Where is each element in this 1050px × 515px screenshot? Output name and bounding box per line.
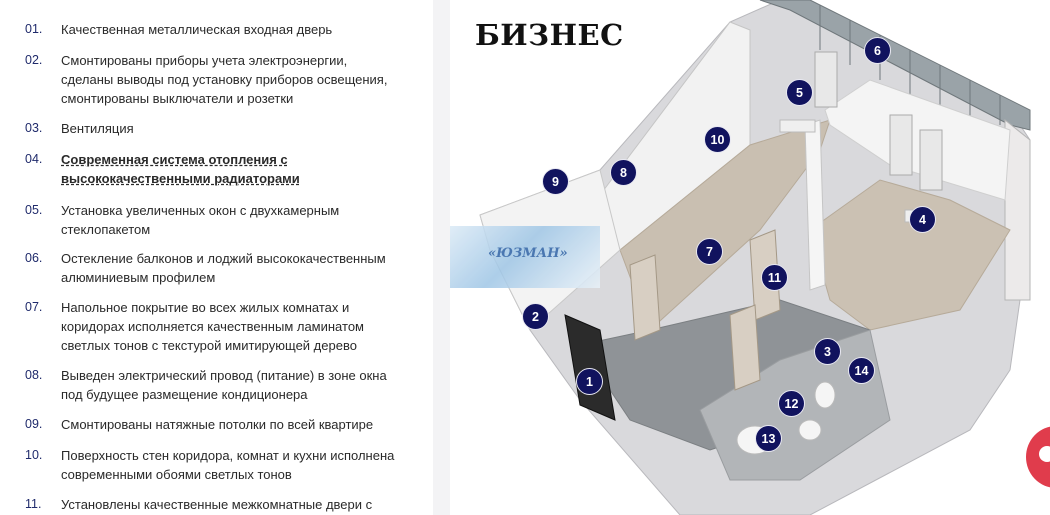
feature-item: 11. Установлены качественные межкомнатны…: [25, 495, 425, 514]
plan-marker[interactable]: 12: [778, 390, 805, 417]
plan-marker[interactable]: 6: [864, 37, 891, 64]
feature-item: 06. Остекление балконов и лоджий высокок…: [25, 249, 425, 287]
plan-marker[interactable]: 9: [542, 168, 569, 195]
feature-item[interactable]: 04. Современная система отопления с высо…: [25, 150, 425, 188]
feature-number: 05.: [25, 203, 43, 217]
feature-item: 01. Качественная металлическая входная д…: [25, 20, 425, 39]
feature-number: 01.: [25, 22, 43, 36]
plan-marker[interactable]: 1: [576, 368, 603, 395]
chat-icon: [1039, 446, 1050, 462]
feature-item: 03. Вентиляция: [25, 119, 425, 138]
plan-marker[interactable]: 13: [755, 425, 782, 452]
feature-item: 02. Смонтированы приборы учета электроэн…: [25, 51, 425, 108]
feature-number: 02.: [25, 53, 43, 67]
feature-item: 08. Выведен электрический провод (питани…: [25, 366, 425, 404]
feature-number: 09.: [25, 417, 43, 431]
plan-marker[interactable]: 8: [610, 159, 637, 186]
feature-link-text[interactable]: Современная система отопления с высокока…: [61, 152, 300, 186]
feature-item: 05. Установка увеличенных окон с двухкам…: [25, 201, 425, 239]
feature-text: Смонтированы натяжные потолки по всей кв…: [61, 417, 374, 432]
feature-item: 10. Поверхность стен коридора, комнат и …: [25, 446, 425, 484]
plan-marker[interactable]: 5: [786, 79, 813, 106]
plan-marker[interactable]: 10: [704, 126, 731, 153]
feature-text: Смонтированы приборы учета электроэнерги…: [61, 53, 388, 106]
plan-marker[interactable]: 7: [696, 238, 723, 265]
plan-marker[interactable]: 11: [761, 264, 788, 291]
feature-text: Выведен электрический провод (питание) в…: [61, 368, 387, 402]
feature-text: Поверхность стен коридора, комнат и кухн…: [61, 448, 395, 482]
feature-number: 04.: [25, 152, 43, 166]
feature-number: 08.: [25, 368, 43, 382]
plan-marker[interactable]: 2: [522, 303, 549, 330]
features-list: 01. Качественная металлическая входная д…: [0, 0, 432, 515]
apartment-plan: БИЗНЕС «ЮЗМАН» 1 2 3 4 5 6 7 8 9 10 11 1…: [450, 0, 1050, 515]
feature-text: Остекление балконов и лоджий высококачес…: [61, 251, 386, 285]
feature-number: 03.: [25, 121, 43, 135]
feature-text: Напольное покрытие во всех жилых комната…: [61, 300, 364, 353]
feature-number: 06.: [25, 251, 43, 265]
feature-text: Вентиляция: [61, 121, 134, 136]
plan-marker[interactable]: 14: [848, 357, 875, 384]
feature-text: Качественная металлическая входная дверь: [61, 22, 333, 37]
feature-item: 07. Напольное покрытие во всех жилых ком…: [25, 298, 425, 355]
feature-text: Установка увеличенных окон с двухкамерны…: [61, 203, 340, 237]
feature-text: Установлены качественные межкомнатные дв…: [61, 497, 373, 512]
watermark-text: «ЮЗМАН»: [488, 246, 568, 261]
feature-item: 09. Смонтированы натяжные потолки по все…: [25, 415, 425, 434]
feature-number: 10.: [25, 448, 43, 462]
plan-marker[interactable]: 3: [814, 338, 841, 365]
feature-number: 11.: [25, 497, 42, 511]
feature-number: 07.: [25, 300, 43, 314]
watermark-logo: «ЮЗМАН»: [450, 226, 600, 288]
plan-marker[interactable]: 4: [909, 206, 936, 233]
plan-title: БИЗНЕС: [475, 18, 624, 52]
